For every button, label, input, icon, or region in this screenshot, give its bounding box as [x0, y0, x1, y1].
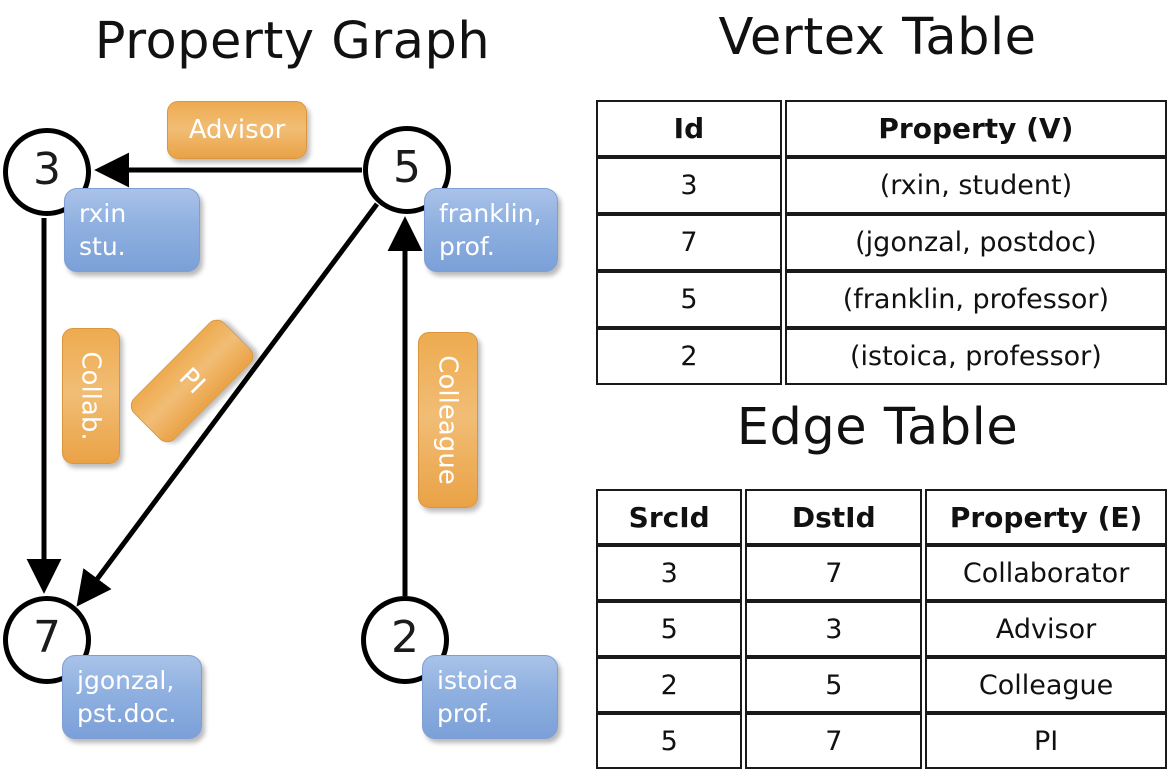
- node-property-bubble-5: franklin, prof.: [424, 188, 558, 272]
- table-header-row: SrcId DstId Property (E): [596, 489, 1167, 545]
- graph-node-7-label: 7: [33, 612, 61, 663]
- page-title-property-graph: Property Graph: [94, 12, 491, 71]
- node-property-bubble-3-line2: stu.: [79, 232, 126, 261]
- edge-row-3-property: PI: [925, 713, 1167, 769]
- table-row: 5 (franklin, professor): [596, 271, 1167, 328]
- vertex-row-1-property: (jgonzal, postdoc): [784, 214, 1167, 271]
- node-property-bubble-3: rxin stu.: [64, 188, 200, 272]
- graph-node-2-label: 2: [391, 612, 419, 663]
- graph-node-3-label: 3: [33, 144, 61, 195]
- vertex-row-1-id: 7: [596, 214, 782, 271]
- edge-row-1-dstid: 3: [745, 601, 923, 657]
- edge-row-0-property: Collaborator: [925, 545, 1167, 601]
- node-property-bubble-2-line2: prof.: [437, 699, 493, 728]
- node-property-bubble-5-line2: prof.: [439, 232, 495, 261]
- edge-row-0-srcid: 3: [596, 545, 743, 601]
- node-property-bubble-7: jgonzal, pst.doc.: [62, 655, 202, 739]
- node-property-bubble-3-line1: rxin: [79, 199, 127, 228]
- edge-label-collab: Collab.: [62, 328, 120, 464]
- edge-row-3-srcid: 5: [596, 713, 743, 769]
- property-graph-diagram: 3 5 7 2 rxin stu. franklin, prof. jgonza…: [0, 0, 585, 760]
- edge-row-0-dstid: 7: [745, 545, 923, 601]
- edge-label-pi-text: PI: [173, 362, 211, 400]
- edge-label-advisor: Advisor: [167, 101, 307, 159]
- node-property-bubble-2-line1: istoica: [437, 666, 519, 695]
- edge-table-header-property: Property (E): [925, 489, 1167, 545]
- table-row: 2 5 Colleague: [596, 657, 1167, 713]
- graph-node-5-label: 5: [393, 142, 421, 193]
- page-title-vertex-table: Vertex Table: [718, 8, 1037, 67]
- vertex-row-2-id: 5: [596, 271, 782, 328]
- edge-label-colleague-text: Colleague: [433, 355, 464, 485]
- edge-5-to-7: [76, 202, 380, 607]
- table-row: 7 (jgonzal, postdoc): [596, 214, 1167, 271]
- graph-node-2[interactable]: 2: [361, 596, 449, 684]
- table-header-row: Id Property (V): [596, 100, 1167, 157]
- edge-table-header-srcid: SrcId: [596, 489, 743, 545]
- edge-table-header-dstid: DstId: [745, 489, 923, 545]
- edge-table: SrcId DstId Property (E) 3 7 Collaborato…: [593, 489, 1170, 769]
- graph-edges-svg: [26, 152, 423, 607]
- node-property-bubble-7-line1: jgonzal,: [77, 666, 175, 695]
- node-property-bubble-7-line2: pst.doc.: [77, 699, 177, 728]
- vertex-row-3-id: 2: [596, 328, 782, 385]
- table-row: 5 3 Advisor: [596, 601, 1167, 657]
- vertex-row-0-property: (rxin, student): [784, 157, 1167, 214]
- edge-row-1-srcid: 5: [596, 601, 743, 657]
- edge-label-colleague: Colleague: [418, 332, 478, 508]
- vertex-row-2-property: (franklin, professor): [784, 271, 1167, 328]
- edge-label-advisor-text: Advisor: [188, 115, 286, 145]
- edge-row-1-property: Advisor: [925, 601, 1167, 657]
- edge-row-2-dstid: 5: [745, 657, 923, 713]
- table-row: 2 (istoica, professor): [596, 328, 1167, 385]
- edge-row-2-property: Colleague: [925, 657, 1167, 713]
- vertex-row-3-property: (istoica, professor): [784, 328, 1167, 385]
- table-row: 3 (rxin, student): [596, 157, 1167, 214]
- vertex-table-header-id: Id: [596, 100, 782, 157]
- page-title-edge-table: Edge Table: [736, 398, 1019, 457]
- edge-row-3-dstid: 7: [745, 713, 923, 769]
- edge-row-2-srcid: 2: [596, 657, 743, 713]
- table-row: 5 7 PI: [596, 713, 1167, 769]
- graph-node-5[interactable]: 5: [363, 126, 451, 214]
- edge-label-collab-text: Collab.: [76, 351, 106, 441]
- table-row: 3 7 Collaborator: [596, 545, 1167, 601]
- vertex-row-0-id: 3: [596, 157, 782, 214]
- vertex-table: Id Property (V) 3 (rxin, student) 7 (jgo…: [593, 100, 1170, 385]
- vertex-table-header-property: Property (V): [784, 100, 1167, 157]
- node-property-bubble-2: istoica prof.: [422, 655, 558, 739]
- node-property-bubble-5-line1: franklin,: [439, 199, 542, 228]
